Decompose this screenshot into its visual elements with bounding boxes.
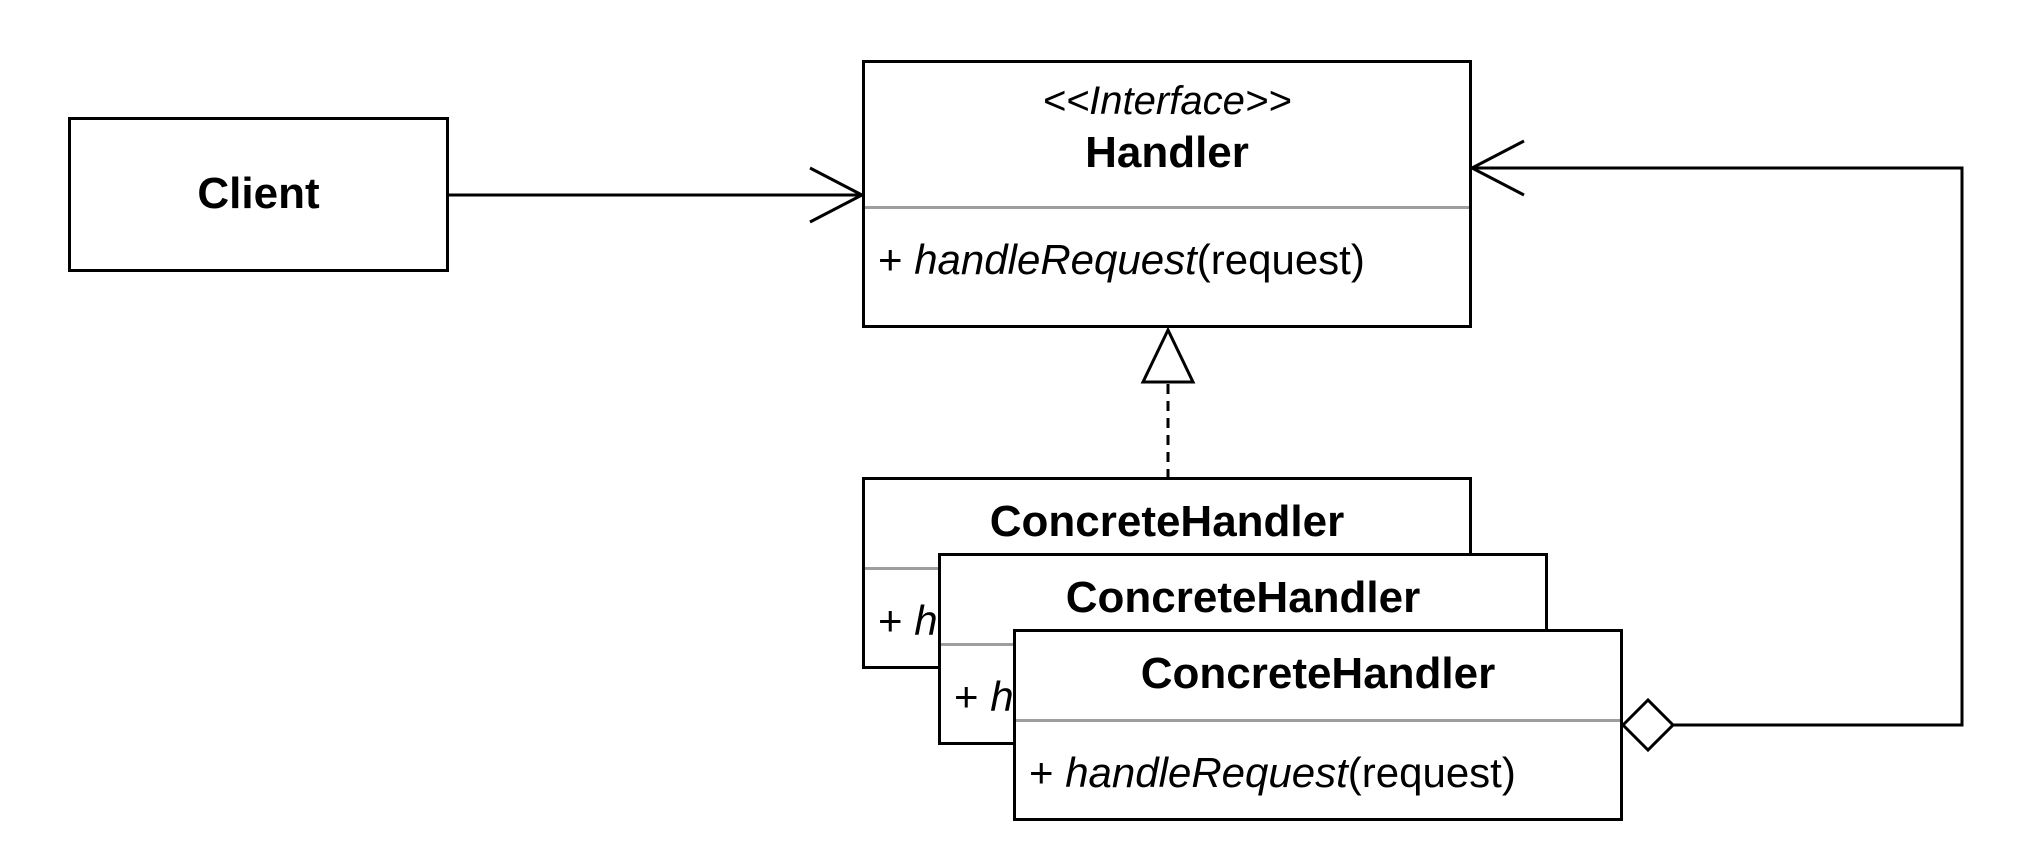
aggregation-arrowhead (1468, 139, 1525, 197)
handler-method-name: handleRequest (914, 236, 1197, 283)
handler-divider (865, 206, 1469, 209)
concrete-handler-3-method: + handleRequest(request) (1029, 749, 1516, 797)
concrete-handler-3-method-visibility: + (1029, 749, 1066, 796)
handler-interface: <<Interface>> Handler + handleRequest(re… (862, 60, 1472, 328)
concrete-handler-1-method-name: h (914, 597, 938, 644)
concrete-handler-3-divider (1016, 719, 1620, 722)
handler-class-name: Handler (1085, 128, 1249, 177)
realization-arrowhead (1140, 326, 1196, 384)
concrete-handler-3-method-params: (request) (1347, 749, 1516, 796)
concrete-handler-1-name: ConcreteHandler (989, 497, 1345, 546)
handler-method-params: (request) (1196, 236, 1365, 283)
concrete-handler-3: ConcreteHandler + handleRequest(request) (1013, 629, 1623, 821)
concrete-handler-1-method-visibility: + (878, 597, 915, 644)
handler-stereotype: <<Interface>> (1042, 79, 1292, 123)
concrete-handler-2-method: + h (954, 673, 1014, 721)
aggregation-line (1472, 166, 1964, 727)
aggregation-diamond (1620, 697, 1676, 753)
handler-method: + handleRequest(request) (878, 236, 1365, 284)
concrete-handler-2-method-visibility: + (954, 673, 991, 720)
concrete-handler-3-method-name: handleRequest (1065, 749, 1348, 796)
client-class: Client (68, 117, 449, 272)
concrete-handler-2-method-name: h (990, 673, 1014, 720)
concrete-handler-3-name: ConcreteHandler (1140, 649, 1496, 698)
client-class-name: Client (197, 169, 320, 218)
handler-method-visibility: + (878, 236, 915, 283)
concrete-handler-2-name: ConcreteHandler (1065, 573, 1421, 622)
concrete-handler-1-method: + h (878, 597, 938, 645)
